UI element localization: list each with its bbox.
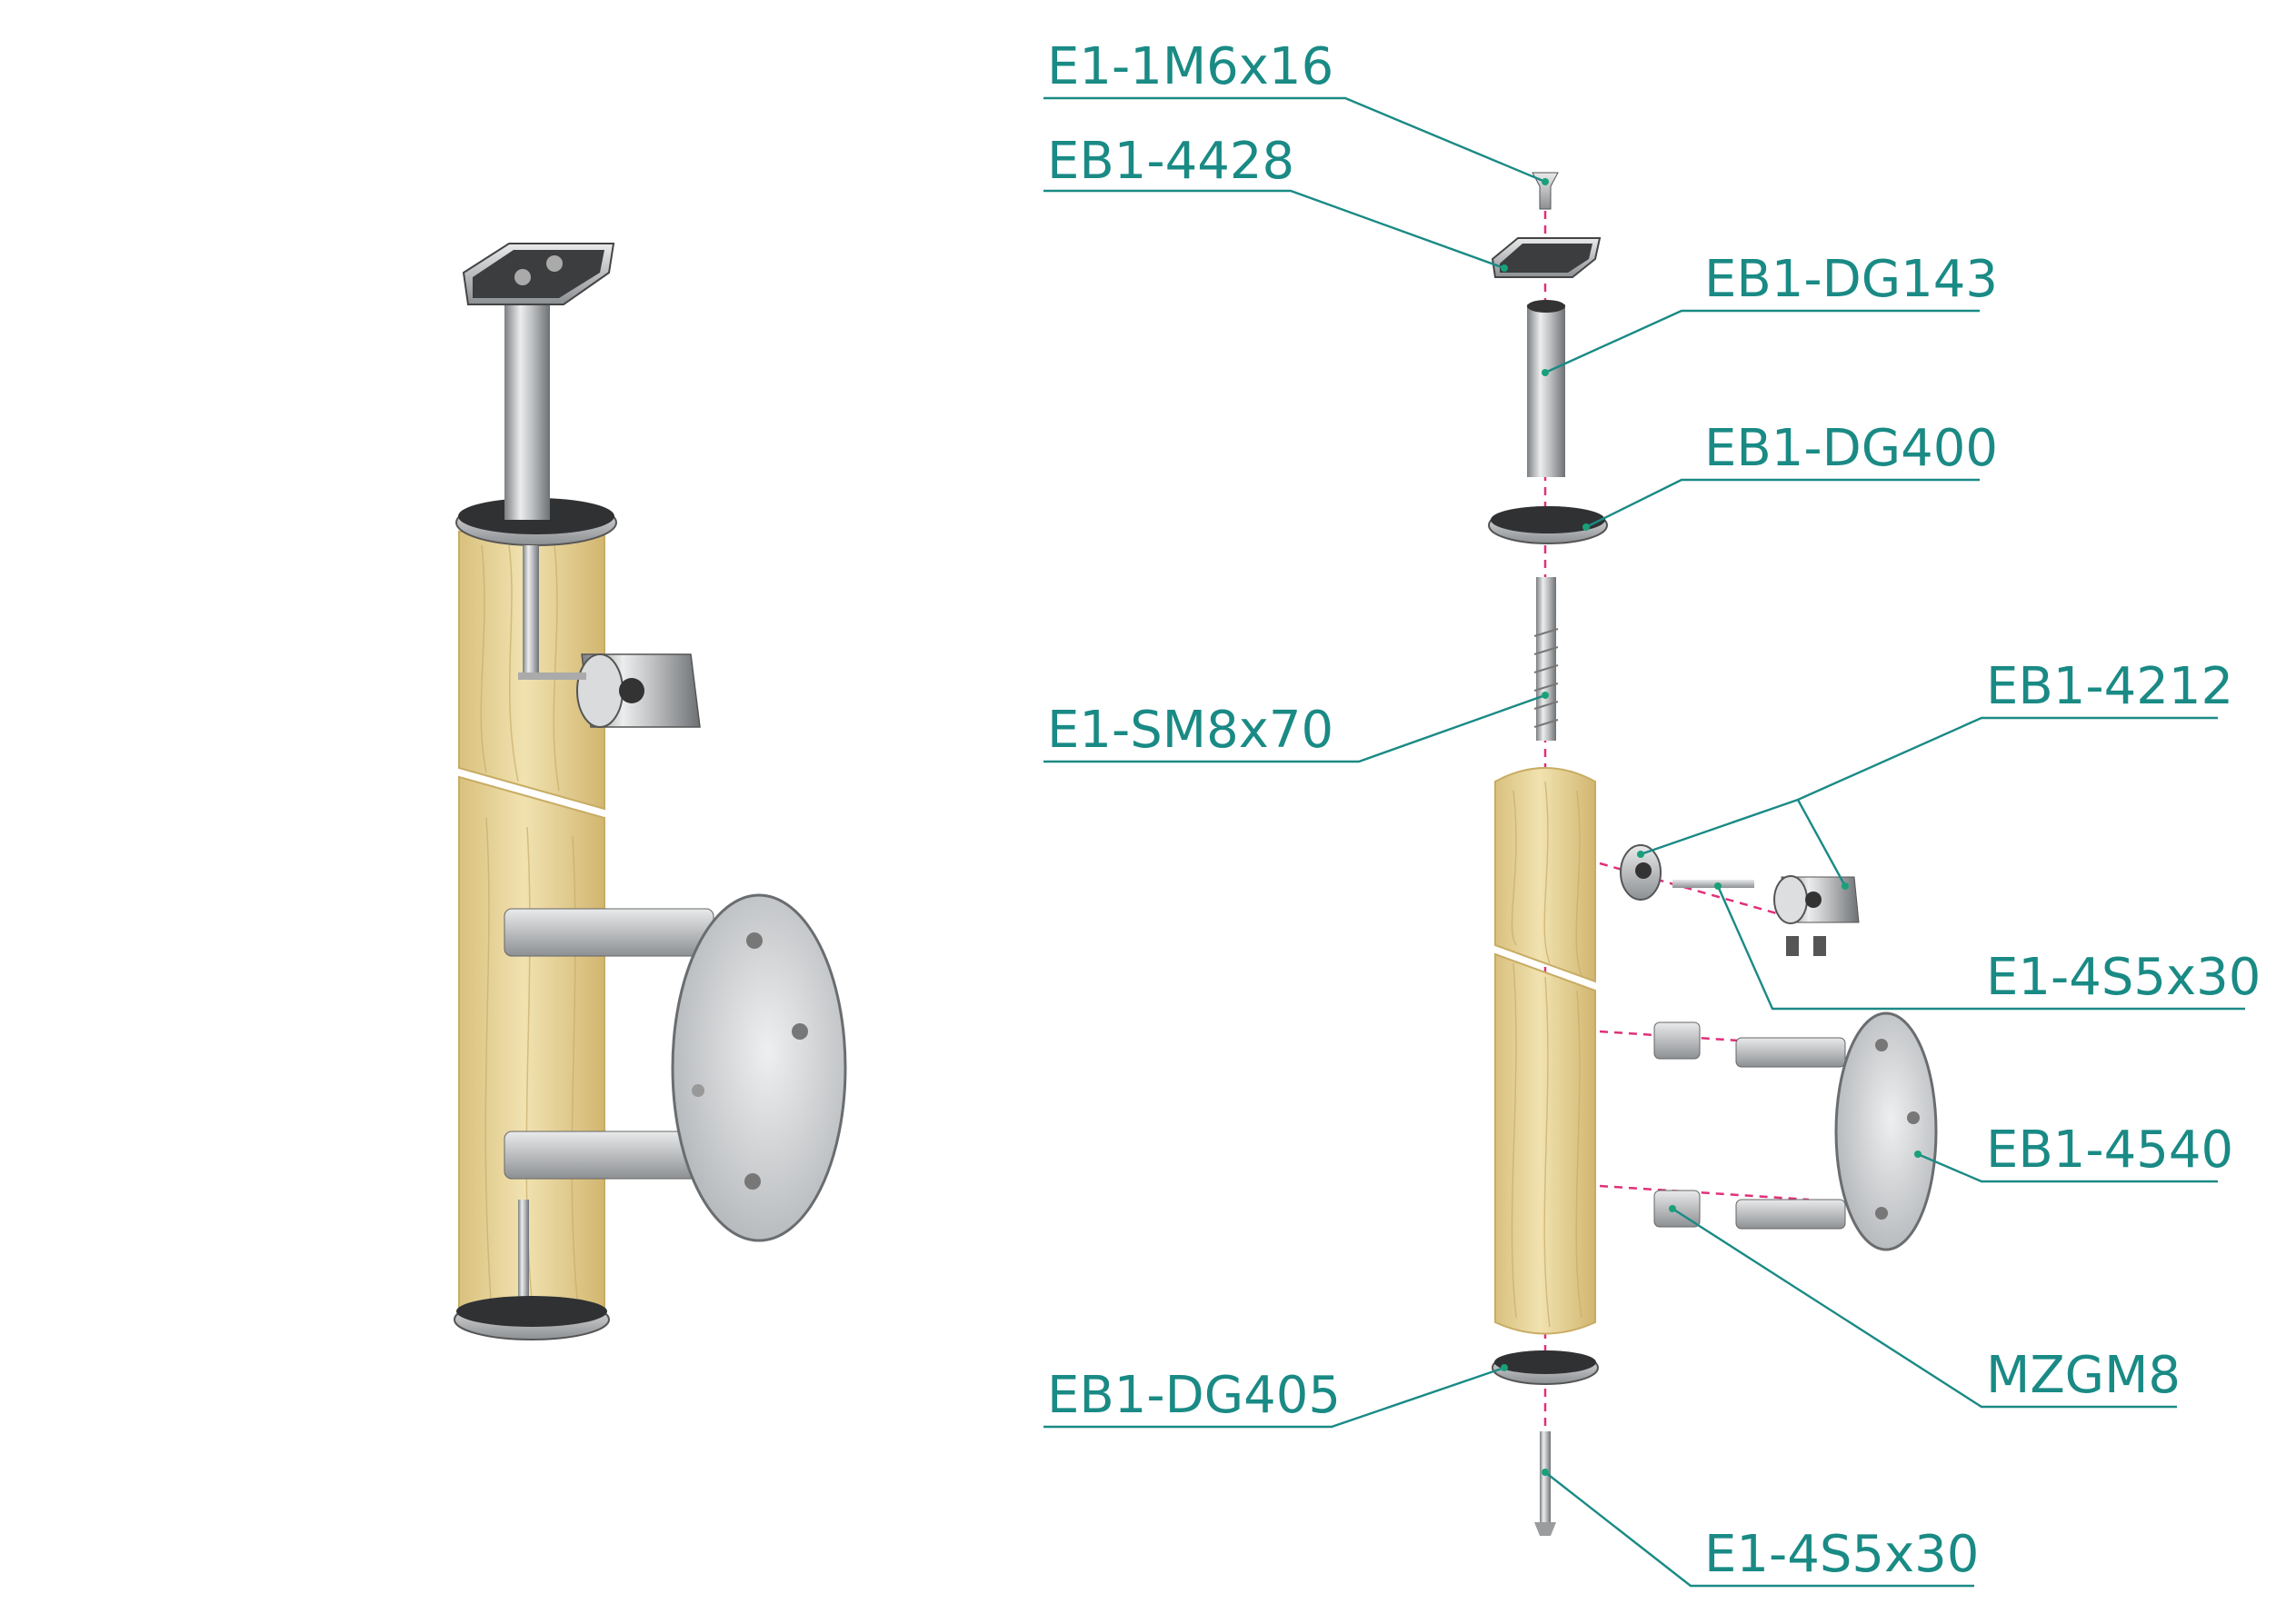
label-eb1-4540: EB1-4540 — [1986, 1121, 2233, 1180]
part-eb1-4540-bolt-lower — [1735, 1199, 1846, 1230]
exploded-view — [1488, 172, 1938, 1536]
label-eb1-dg405: EB1-DG405 — [1047, 1366, 1341, 1425]
part-e1-4s5x30-clamp — [1672, 880, 1754, 888]
part-eb1-4540-bolt-upper — [1735, 1037, 1846, 1068]
wood-grain — [480, 544, 578, 1300]
part-e1-sm8x70 — [1536, 577, 1556, 741]
assembled-post — [454, 243, 847, 1340]
part-e1-4s5x30-bottom — [1540, 1431, 1551, 1522]
part-e1-1m6x16 — [1532, 172, 1559, 210]
part-eb1-4540-plate — [1834, 1011, 1938, 1251]
label-e1-1m6x16: E1-1M6x16 — [1047, 37, 1333, 96]
part-eb1-dg143 — [1527, 304, 1565, 477]
post-grain — [1511, 781, 1582, 1328]
lag-screw — [523, 545, 539, 673]
label-eb1-4428: EB1-4428 — [1047, 132, 1294, 191]
label-e1-4s5x30-top: E1-4S5x30 — [1986, 948, 2261, 1007]
wood-post-lower — [1494, 952, 1596, 1335]
lower-bolt-axis — [1599, 1184, 1810, 1201]
wall-plate — [671, 893, 847, 1242]
label-mzgm8: MZGM8 — [1986, 1346, 2181, 1405]
wood-post-upper — [1494, 767, 1596, 983]
part-mzgm8-upper — [1653, 1021, 1701, 1060]
wall-bolt-upper — [504, 908, 714, 957]
callouts: E1-1M6x16 EB1-4428 EB1-DG143 EB1-DG400 E… — [1043, 37, 2261, 1588]
label-eb1-dg400: EB1-DG400 — [1704, 419, 1998, 478]
label-e1-sm8x70: E1-SM8x70 — [1047, 701, 1333, 760]
thread-marks — [1533, 628, 1559, 728]
label-eb1-4212: EB1-4212 — [1986, 657, 2233, 716]
label-e1-4s5x30-bottom: E1-4S5x30 — [1704, 1525, 1979, 1584]
label-eb1-dg143: EB1-DG143 — [1704, 250, 1998, 309]
support-tube — [504, 291, 550, 520]
wood-block-lower — [458, 775, 605, 1314]
bottom-screw — [518, 1200, 529, 1300]
